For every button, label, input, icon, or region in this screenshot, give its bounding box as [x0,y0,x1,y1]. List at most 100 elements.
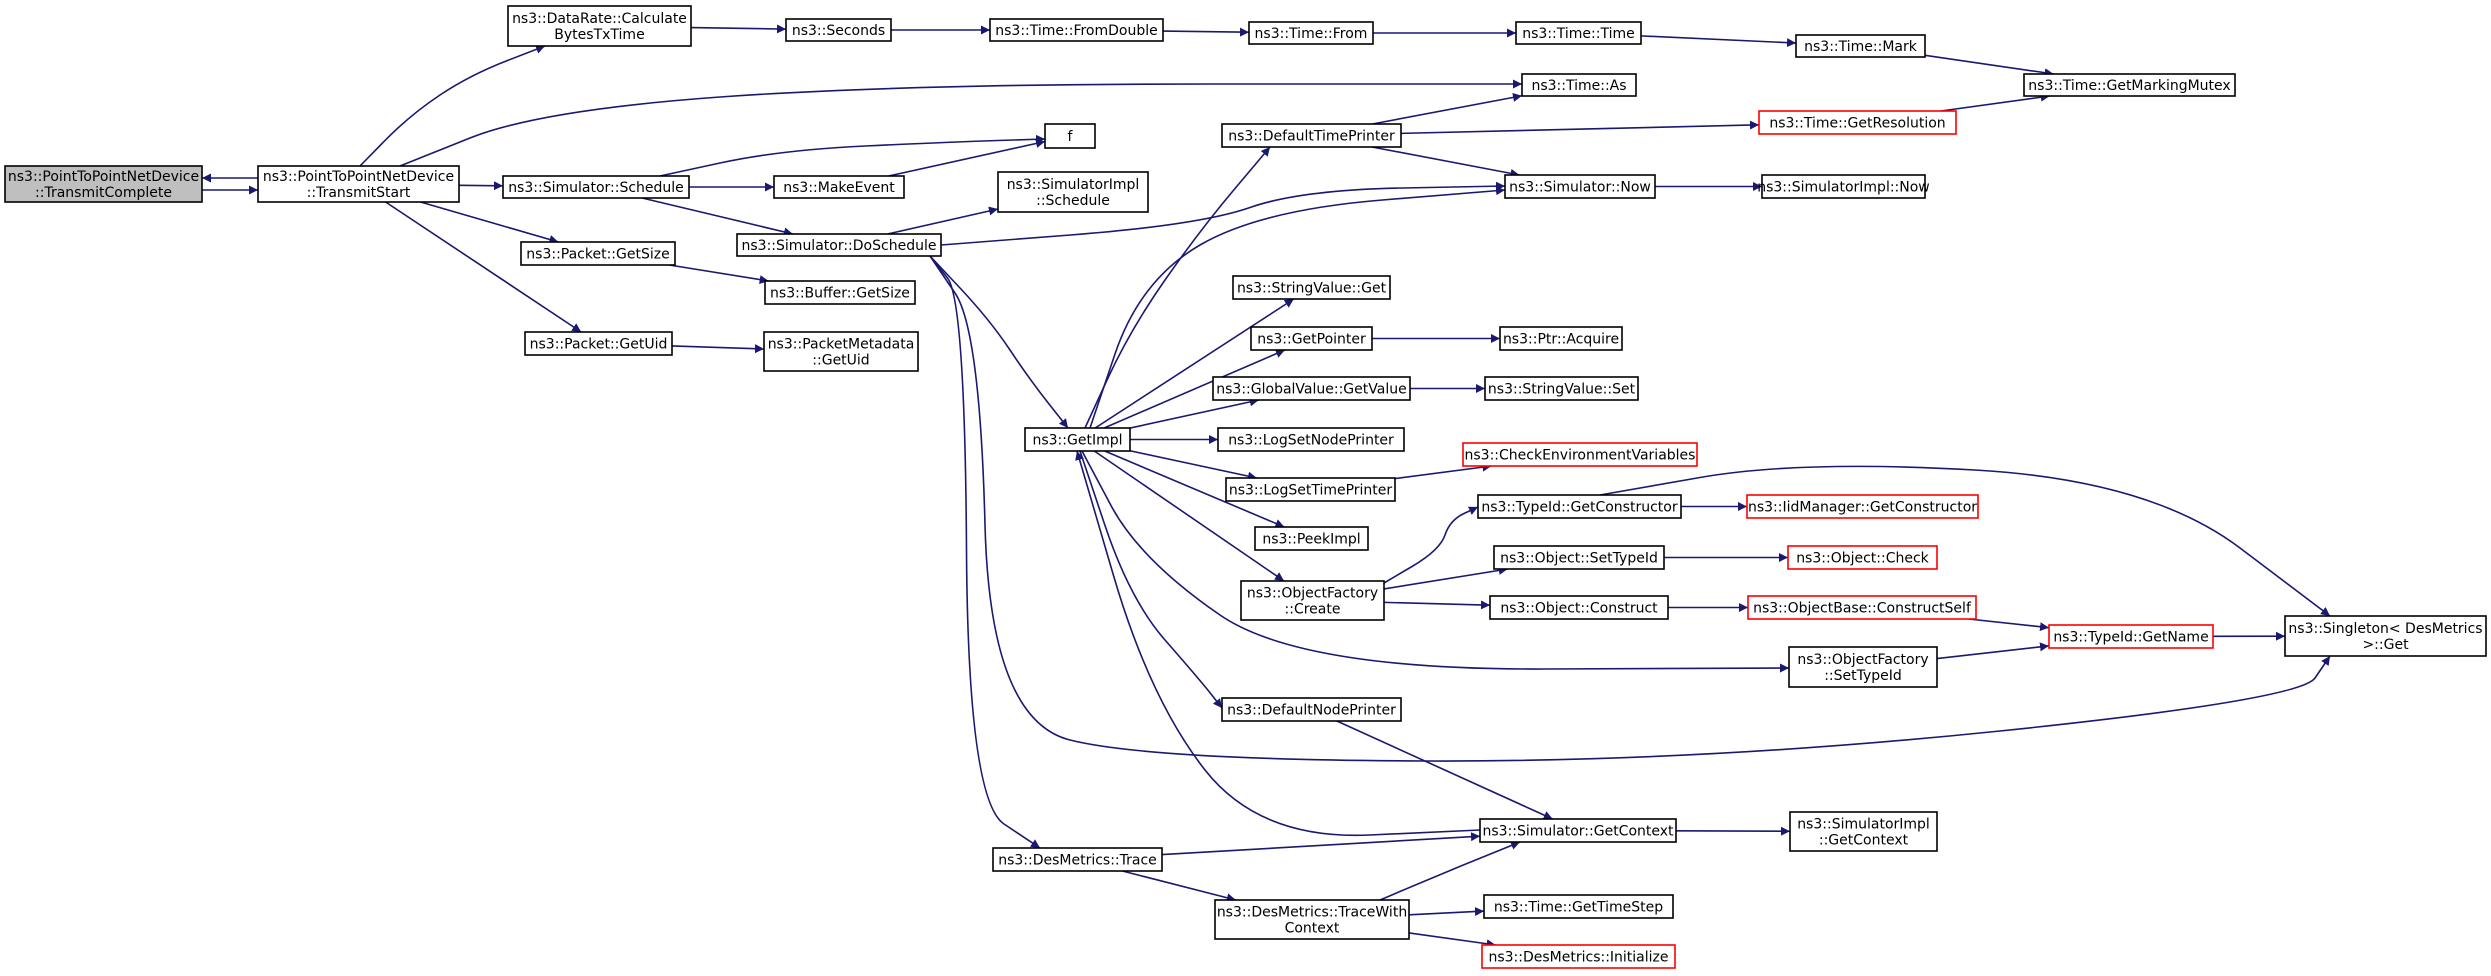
node-globalvalue-get[interactable]: ns3::GlobalValue::GetValue [1212,376,1411,401]
node-box [1044,123,1096,149]
edge-get_resolution-to-marking_mutex [1940,92,2050,112]
node-label: ns3::LogSetNodePrinter [1228,433,1394,449]
node-label: ns3::Buffer::GetSize [770,286,910,302]
node-label: f [1068,129,1074,145]
node-stringvalue-set[interactable]: ns3::StringValue::Set [1484,376,1639,401]
node-box [1515,21,1642,45]
node-log-node-printer[interactable]: ns3::LogSetNodePrinter [1217,427,1405,452]
node-label: ns3::ObjectBase::ConstructSelf [1753,601,1972,617]
node-packet-getuid[interactable]: ns3::Packet::GetUid [524,331,673,356]
node-objectfactory-create[interactable]: ns3::ObjectFactory::Create [1240,580,1385,621]
edge-packet_getuid-to-metadata_getuid [671,344,765,354]
edge-time_time-to-time_mark [1640,35,1797,48]
node-box [2284,615,2487,657]
node-time-from[interactable]: ns3::Time::From [1248,21,1374,45]
node-box [1788,646,1938,688]
node-box [1240,580,1385,621]
node-label: ns3::PointToPointNetDevice [263,169,454,185]
node-time-as[interactable]: ns3::Time::As [1521,73,1637,97]
edge-get_impl-to-peek_impl [1104,450,1285,528]
node-label: ns3::Time::FromDouble [995,23,1158,39]
edge-get_impl-to-objectfactory_settypeid [1081,450,1790,673]
node-simimpl-getcontext[interactable]: ns3::SimulatorImpl::GetContext [1789,811,1938,852]
node-label: ns3::PeekImpl [1262,532,1360,548]
node-box [1221,697,1402,722]
node-label: ns3::PointToPointNetDevice [8,169,199,185]
node-sim-schedule[interactable]: ns3::Simulator::Schedule [502,175,690,199]
node-box [257,165,460,203]
node-peek-impl[interactable]: ns3::PeekImpl [1254,526,1369,551]
edge-do_schedule-to-singleton_get [929,255,2331,762]
node-seconds[interactable]: ns3::Seconds [785,18,892,42]
node-desmetrics-initialize[interactable]: ns3::DesMetrics::Initialize [1481,944,1676,969]
node-default-time-printer[interactable]: ns3::DefaultTimePrinter [1221,123,1402,148]
node-sim-getcontext[interactable]: ns3::Simulator::GetContext [1479,818,1677,843]
node-sim-now[interactable]: ns3::Simulator::Now [1504,174,1656,199]
node-iidmanager-getconstructor[interactable]: ns3::IidManager::GetConstructor [1746,494,1979,519]
node-object-construct[interactable]: ns3::Object::Construct [1489,595,1669,620]
node-simimpl-now[interactable]: ns3::SimulatorImpl::Now [1757,174,1930,199]
node-get-pointer[interactable]: ns3::GetPointer [1250,326,1373,351]
node-objectfactory-settypeid[interactable]: ns3::ObjectFactory::SetTypeId [1788,646,1938,688]
node-typeid-getconstructor[interactable]: ns3::TypeId::GetConstructor [1477,494,1682,519]
node-label: ns3::DesMetrics::Trace [998,853,1157,869]
edge-time_mark-to-marking_mutex [1924,54,2054,78]
edge-get_impl-to-log_time_printer [1129,449,1258,481]
node-simimpl-schedule[interactable]: ns3::SimulatorImpl::Schedule [997,171,1149,213]
node-log-time-printer[interactable]: ns3::LogSetTimePrinter [1225,477,1396,502]
node-time-mark[interactable]: ns3::Time::Mark [1795,34,1926,58]
node-label: ns3::Object::Check [1796,551,1929,567]
node-box [1483,894,1674,919]
node-packet-getsize[interactable]: ns3::Packet::GetSize [520,241,676,266]
node-box [502,175,690,199]
node-box [1761,174,1926,199]
node-typeid-getname[interactable]: ns3::TypeId::GetName [2048,624,2214,649]
node-label: ::GetContext [1819,833,1909,849]
node-box [1248,21,1374,45]
edge-from_double-to-time_from [1162,27,1250,37]
node-ptr-acquire[interactable]: ns3::Ptr::Acquire [1499,326,1623,351]
edge-transmit_start-to-packet_getsize [420,201,559,244]
node-box [1489,595,1669,620]
node-make-event[interactable]: ns3::MakeEvent [773,175,905,199]
edge-construct_self-to-typeid_getname [1968,618,2050,632]
node-marking-mutex[interactable]: ns3::Time::GetMarkingMutex [2023,73,2236,97]
node-time-gettimestep[interactable]: ns3::Time::GetTimeStep [1483,894,1674,919]
node-box [1462,442,1698,467]
node-buffer-getsize[interactable]: ns3::Buffer::GetSize [764,280,916,305]
node-metadata-getuid[interactable]: ns3::PacketMetadata::GetUid [763,331,919,372]
node-from-double[interactable]: ns3::Time::FromDouble [989,18,1164,42]
node-transmit-complete[interactable]: ns3::PointToPointNetDevice::TransmitComp… [4,165,203,203]
edge-desmetrics_trace-to-desmetrics_tracewith [1122,870,1236,903]
node-label: ns3::Time::GetTimeStep [1494,900,1663,916]
node-label: ns3::ObjectFactory [1797,652,1928,668]
node-object-settypeid[interactable]: ns3::Object::SetTypeId [1493,545,1665,570]
node-singleton-get[interactable]: ns3::Singleton< DesMetrics>::Get [2284,615,2487,657]
node-get-resolution[interactable]: ns3::Time::GetResolution [1758,110,1957,135]
node-get-impl[interactable]: ns3::GetImpl [1024,427,1131,452]
node-construct-self[interactable]: ns3::ObjectBase::ConstructSelf [1747,595,1977,620]
node-check-env[interactable]: ns3::CheckEnvironmentVariables [1462,442,1698,467]
node-default-node-printer[interactable]: ns3::DefaultNodePrinter [1221,697,1402,722]
node-label: ::Create [1285,602,1341,618]
node-object-check[interactable]: ns3::Object::Check [1787,545,1938,570]
edge-get_impl-to-objectfactory_create [1093,450,1285,582]
node-box [1481,944,1676,969]
node-stringvalue-get[interactable]: ns3::StringValue::Get [1232,275,1391,300]
node-label: ns3::GetPointer [1257,332,1366,348]
node-label: ns3::Packet::GetSize [526,247,669,263]
node-time-time[interactable]: ns3::Time::Time [1515,21,1642,45]
node-box [1214,899,1410,940]
node-do-schedule[interactable]: ns3::Simulator::DoSchedule [736,233,942,257]
node-label: ns3::CheckEnvironmentVariables [1465,448,1696,464]
node-label: ns3::Simulator::Schedule [508,180,684,196]
node-label: ns3::SimulatorImpl [1007,177,1140,193]
node-transmit-start[interactable]: ns3::PointToPointNetDevice::TransmitStar… [257,165,460,203]
node-label: ns3::Time::As [1531,78,1626,94]
node-desmetrics-trace[interactable]: ns3::DesMetrics::Trace [992,847,1163,872]
nodes-layer: ns3::PointToPointNetDevice::TransmitComp… [4,5,2487,969]
node-label: ns3::DefaultNodePrinter [1227,703,1396,719]
node-f[interactable]: f [1044,123,1096,149]
